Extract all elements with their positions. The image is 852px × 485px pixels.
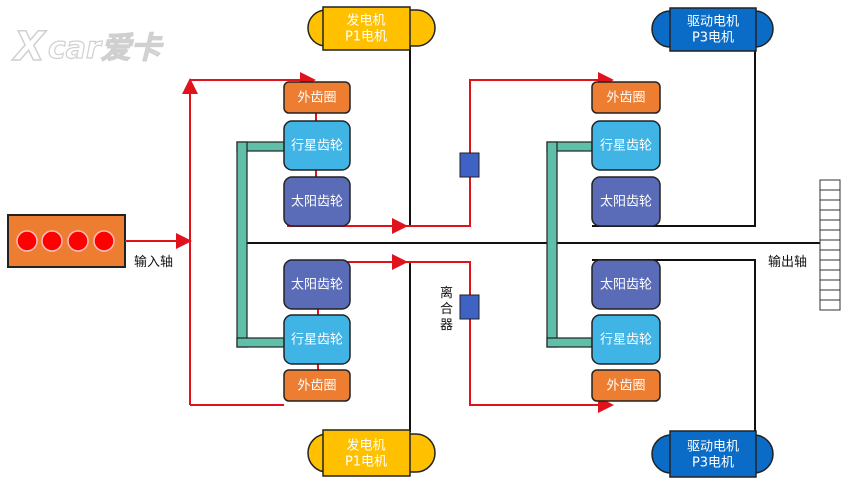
output-gear [819,179,841,311]
svg-text:X: X [11,24,47,70]
right-bottom-planetary: 太阳齿轮 行星齿轮 外齿圈 [591,259,661,402]
svg-text:驱动电机: 驱动电机 [687,15,739,30]
motor-top: 驱动电机 P3电机 [651,7,774,52]
generator-top: 发电机 P1电机 [307,6,436,51]
svg-text:离: 离 [440,285,453,301]
svg-text:外齿圈: 外齿圈 [606,379,645,394]
svg-text:外齿圈: 外齿圈 [297,379,336,394]
left-bottom-planetary: 太阳齿轮 行星齿轮 外齿圈 [283,259,351,402]
right-top-planetary: 外齿圈 行星齿轮 太阳齿轮 [591,81,661,227]
svg-text:P1电机: P1电机 [345,30,387,45]
svg-text:太阳齿轮: 太阳齿轮 [291,278,343,293]
svg-text:行星齿轮: 行星齿轮 [291,333,343,348]
svg-text:驱动电机: 驱动电机 [687,440,739,455]
engine [7,214,126,268]
svg-text:太阳齿轮: 太阳齿轮 [291,195,343,210]
output-shaft-label: 输出轴 [768,254,807,270]
svg-text:器: 器 [440,318,453,333]
svg-text:行星齿轮: 行星齿轮 [600,333,652,348]
clutch-top [459,152,480,178]
motor-bottom: 驱动电机 P3电机 [651,430,774,478]
svg-text:太阳齿轮: 太阳齿轮 [600,278,652,293]
svg-text:发电机: 发电机 [346,438,385,454]
svg-text:P1电机: P1电机 [345,455,387,470]
svg-text:P3电机: P3电机 [692,456,734,471]
svg-text:发电机: 发电机 [346,13,385,29]
svg-text:P3电机: P3电机 [692,31,734,46]
carrier-right [546,141,593,348]
clutch-label: 离 合 器 [440,285,453,333]
svg-text:合: 合 [440,302,453,317]
clutch-bottom [459,294,480,320]
input-shaft-label: 输入轴 [134,254,173,270]
svg-text:行星齿轮: 行星齿轮 [600,139,652,154]
svg-text:car爱卡: car爱卡 [48,31,164,66]
generator-bottom: 发电机 P1电机 [307,429,436,477]
svg-text:外齿圈: 外齿圈 [297,91,336,106]
svg-text:太阳齿轮: 太阳齿轮 [600,195,652,210]
left-top-planetary: 外齿圈 行星齿轮 太阳齿轮 [283,81,351,227]
xcar-logo: X car爱卡 [10,23,164,71]
svg-text:外齿圈: 外齿圈 [606,91,645,106]
svg-text:行星齿轮: 行星齿轮 [291,139,343,154]
carrier-left [236,141,285,348]
